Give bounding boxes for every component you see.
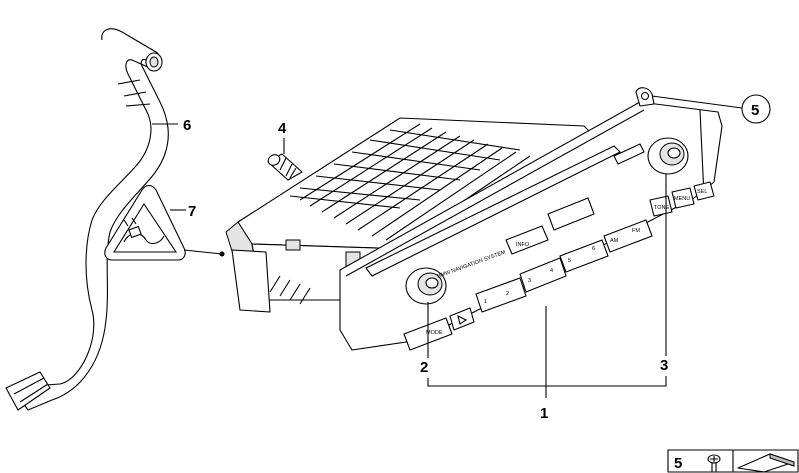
tuning-knob [647, 137, 689, 175]
sel-label: SEL [697, 189, 707, 195]
clip-icon [737, 453, 795, 473]
preset-3: 3 [528, 278, 531, 284]
preset-4: 4 [550, 268, 553, 274]
callout-1: 1 [540, 405, 548, 422]
callout-6: 6 [183, 117, 191, 134]
screw-icon [707, 454, 721, 473]
volume-knob [405, 267, 447, 305]
leader-5 [651, 95, 743, 109]
leader-7-unit [183, 249, 223, 255]
warning-label [104, 184, 186, 261]
mode-label: MODE [426, 330, 443, 336]
radio-navigation-unit: INFO 1 2 3 4 5 6 AM FM TONE MENU SEL MOD… [225, 87, 723, 351]
preset-buttons: 1 2 3 4 5 6 AM FM [475, 219, 653, 313]
callout-5-circle [741, 94, 771, 124]
preset-2: 2 [506, 291, 509, 297]
callout-5: 5 [751, 102, 759, 119]
info-label: INFO [516, 242, 530, 248]
callout-4: 4 [278, 120, 287, 137]
preset-5: 5 [568, 258, 571, 264]
callout-3: 3 [660, 357, 668, 374]
leader-1-bracket [427, 376, 667, 387]
am-label: AM [610, 238, 619, 244]
preset-1: 1 [484, 299, 487, 305]
fm-label: FM [632, 228, 640, 234]
callout-2: 2 [420, 359, 428, 376]
legend-box: 5 [667, 449, 799, 473]
antenna-cable [5, 28, 169, 411]
callout-7: 7 [188, 203, 196, 220]
tone-label: TONE [654, 205, 670, 211]
connector-pin [267, 153, 303, 181]
preset-6: 6 [592, 246, 595, 252]
menu-label: MENU [674, 196, 690, 202]
legend-number: 5 [674, 455, 682, 472]
